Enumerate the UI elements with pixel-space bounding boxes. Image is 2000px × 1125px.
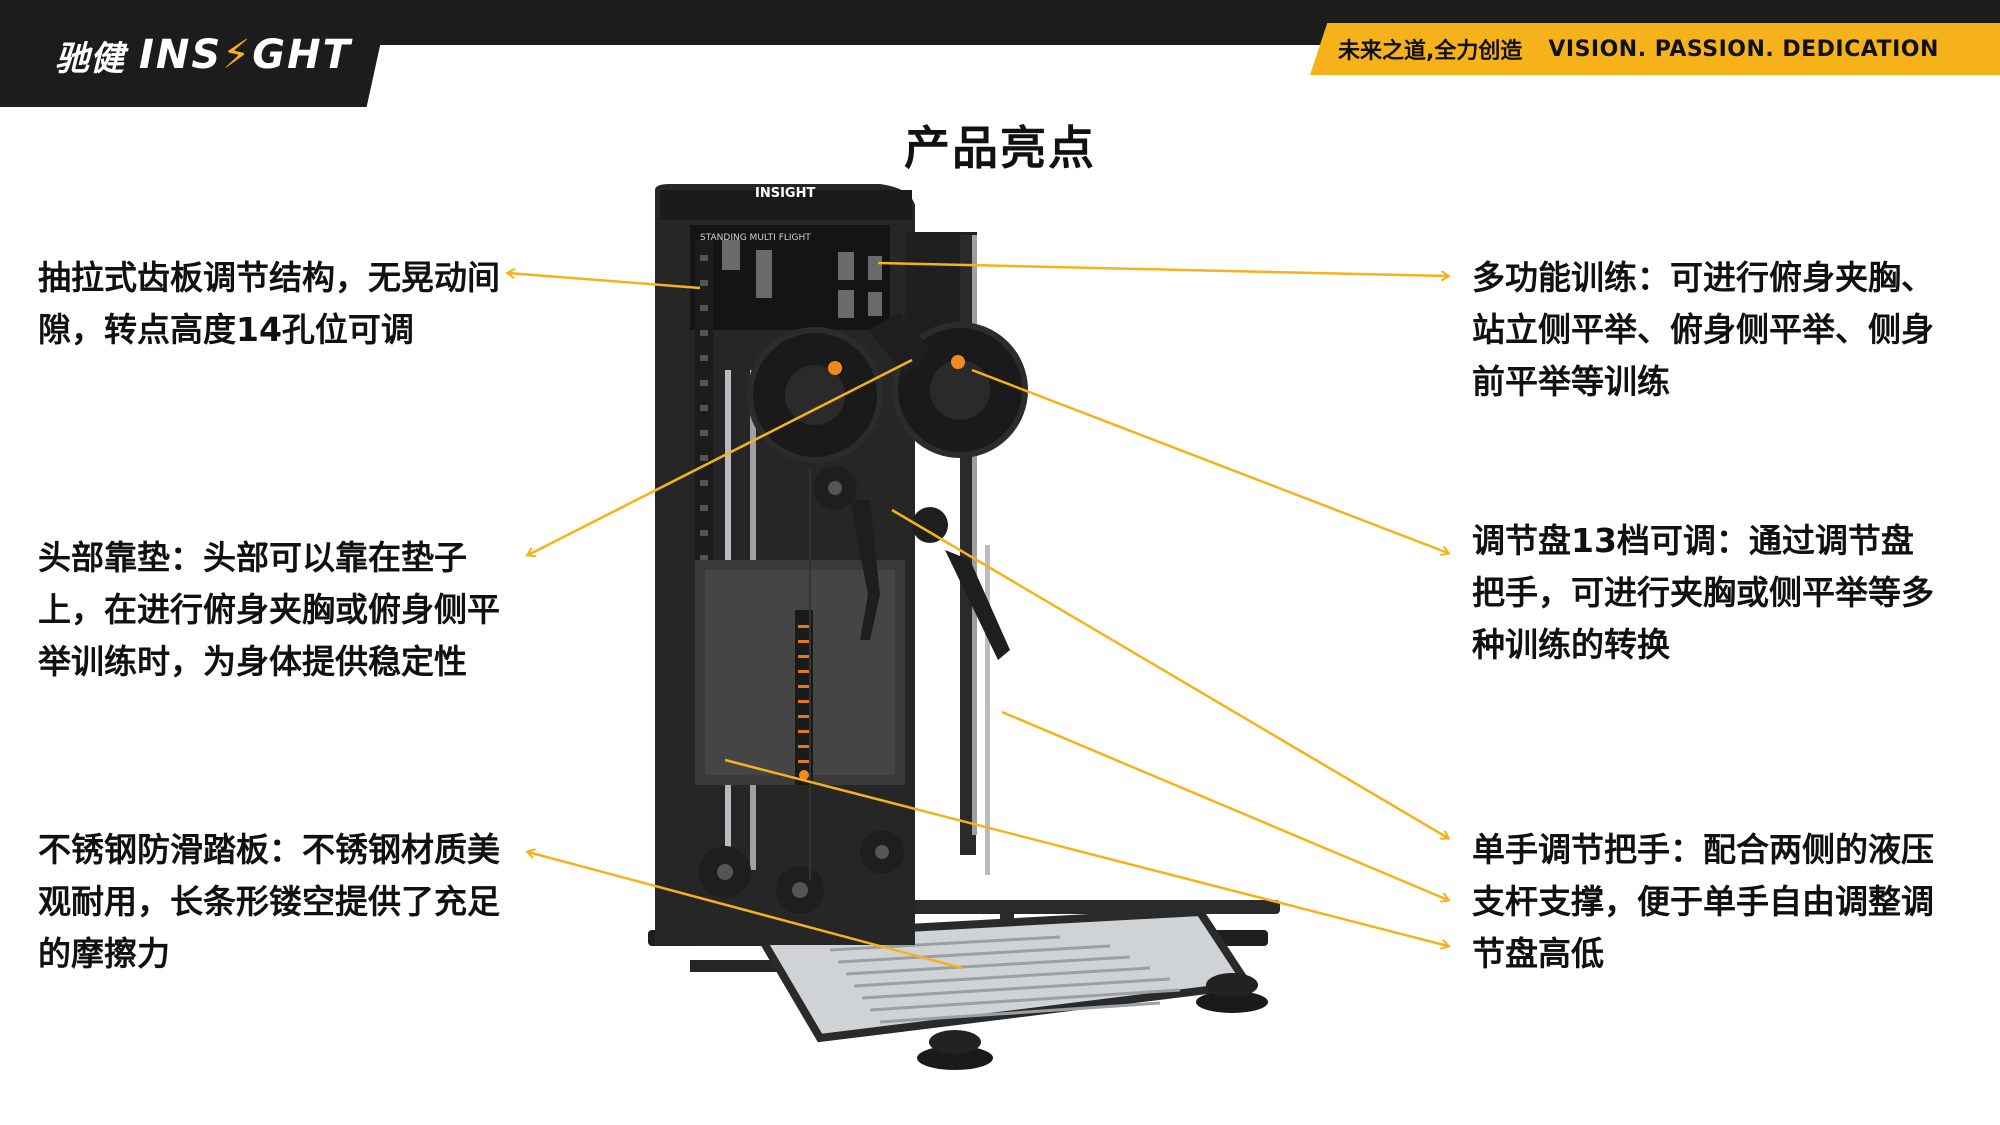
machine-brand-label: INSIGHT [755,186,815,201]
slogan-en: VISION. PASSION. DEDICATION [1548,36,1939,62]
feature-one-hand-handle: 单手调节把手：配合两侧的液压支杆支撑，便于单手自由调整调节盘高低 [1472,830,1934,973]
feature-footplate: 不锈钢防滑踏板：不锈钢材质美观耐用，长条形镂空提供了充足的摩擦力 [38,830,500,973]
machine-panel-label: STANDING MULTI FLIGHT [700,233,811,243]
logo-panel: 驰健 INS⚡GHT [0,0,390,107]
feature-head-pad: 头部靠垫：头部可以靠在垫子上，在进行俯身夹胸或俯身侧平举训练时，为身体提供稳定性 [38,538,500,681]
feature-adjustment-disc: 调节盘13档可调：通过调节盘把手，可进行夹胸或侧平举等多种训练的转换 [1472,521,1934,664]
lightning-bolt-icon: ⚡ [222,32,253,78]
feature-multifunction: 多功能训练：可进行俯身夹胸、站立侧平举、俯身侧平举、侧身前平举等训练 [1472,258,1934,401]
feature-rack-adjustment: 抽拉式齿板调节结构，无晃动间隙，转点高度14孔位可调 [38,258,500,349]
slogan-banner: 未来之道,全力创造 VISION. PASSION. DEDICATION [1310,23,2000,75]
logo-en-text: INS⚡GHT [139,32,352,78]
brand-logo: 驰健 INS⚡GHT [55,30,352,80]
logo-cn-text: 驰健 [55,38,125,79]
page-title: 产品亮点 [904,121,1096,175]
slogan-cn: 未来之道,全力创造 [1338,39,1523,64]
